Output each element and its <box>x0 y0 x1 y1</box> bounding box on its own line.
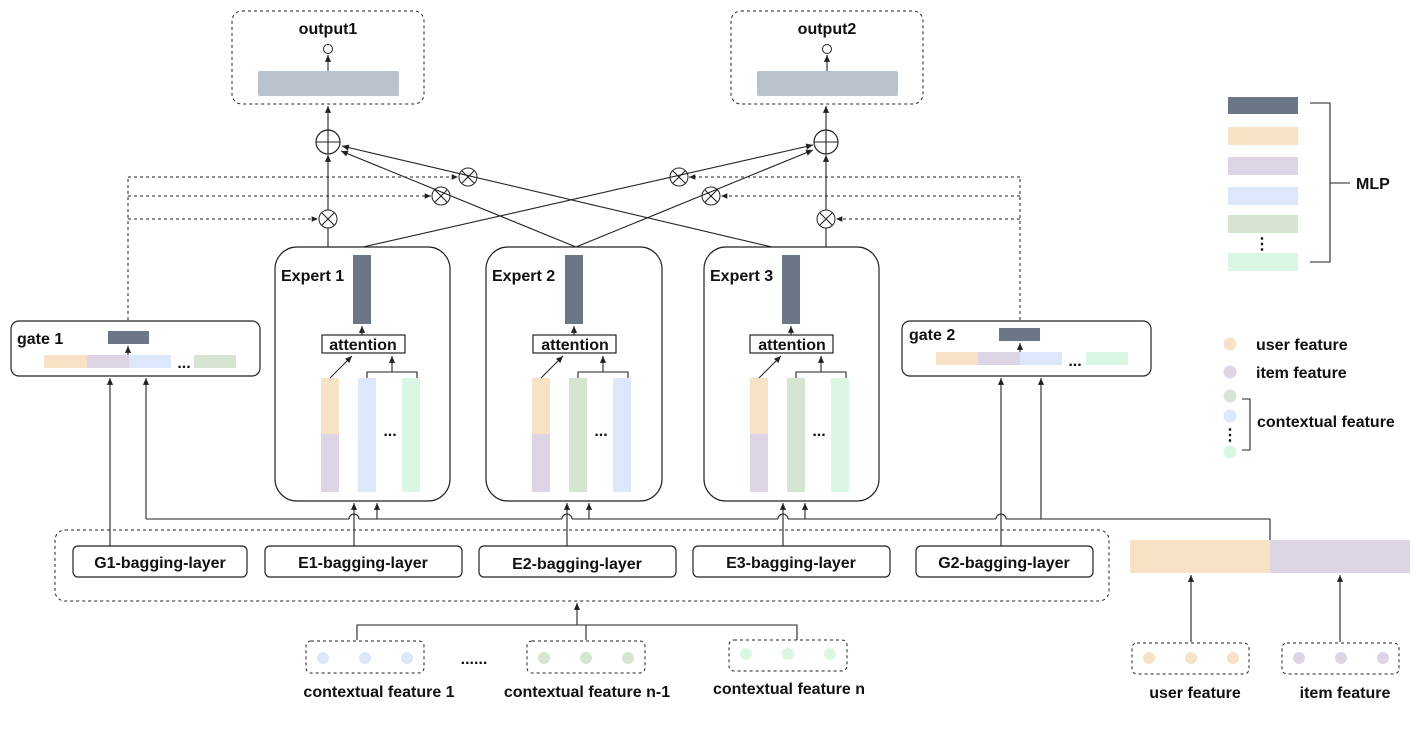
expert-1-mlp <box>353 255 371 324</box>
expert-2-label: Expert 2 <box>492 268 555 285</box>
e2-bagging-layer <box>478 545 677 578</box>
legend-contextual-feature: contextual feature <box>1257 414 1395 431</box>
contextual-feature-n-1-label: contextual feature n-1 <box>504 684 670 701</box>
e2-bagging-layer-label: E2-bagging-layer <box>512 556 642 573</box>
user-item-inputs: user feature item feature <box>1130 540 1410 702</box>
expert-1-ellipsis: ... <box>383 423 396 440</box>
output1-tower: output1 <box>231 10 425 105</box>
contextual-feature-n-1-box <box>526 640 646 674</box>
expert-3-label: Expert 3 <box>710 268 773 285</box>
contextual-features-ellipsis: ...... <box>461 651 488 668</box>
output2-tower: output2 <box>730 10 924 105</box>
expert-1: Expert 1 attention ... <box>274 246 451 502</box>
contextual-inputs: contextual feature 1 ...... contextual f… <box>303 603 865 701</box>
multiply-node-e2-o2 <box>701 186 721 206</box>
expert-2: Expert 2 attention ... <box>485 246 663 502</box>
e3-bagging-layer-label: E3-bagging-layer <box>726 555 856 572</box>
gate-1-mlp <box>108 331 149 344</box>
legend-vdots: ⋮ <box>1222 427 1238 444</box>
expert-2-ellipsis: ... <box>594 423 607 440</box>
output2-mlp-bar <box>757 71 898 96</box>
e1-bagging-layer-label: E1-bagging-layer <box>298 555 428 572</box>
expert-3-attention-box <box>749 334 834 354</box>
g2-bagging-layer-label: G2-bagging-layer <box>938 555 1070 572</box>
e1-bagging-layer <box>264 545 463 578</box>
output2-node <box>822 44 832 54</box>
output2-label: output2 <box>798 21 857 38</box>
gate-2-ellipsis: ... <box>1068 353 1081 370</box>
gate-1-ellipsis: ... <box>177 355 190 372</box>
legend-mlp-vdots: ⋮ <box>1254 236 1270 253</box>
bagging-to-module-arrows <box>106 378 1005 546</box>
contextual-feature-1-label: contextual feature 1 <box>303 684 454 701</box>
e3-bagging-layer <box>692 545 891 578</box>
user-feature-embedding <box>1130 540 1270 573</box>
expert-1-label: Expert 1 <box>281 268 344 285</box>
output1-mlp-bar <box>258 71 399 96</box>
expert-2-attention-label: attention <box>541 337 609 354</box>
bagging-layers: G1-bagging-layer E1-bagging-layer E2-bag… <box>72 545 1094 578</box>
legend-mlp: ⋮ MLP <box>1228 97 1390 271</box>
output1-box <box>231 10 425 105</box>
legend-user-feature: user feature <box>1256 337 1348 354</box>
multiply-node-e2-o1 <box>431 186 451 206</box>
item-feature-label: item feature <box>1300 685 1391 702</box>
output1-node <box>323 44 333 54</box>
contextual-feature-1-box <box>305 640 425 674</box>
output2-box <box>730 10 924 105</box>
gate-2-label: gate 2 <box>909 327 955 344</box>
multiply-node-e3-o1 <box>458 167 478 187</box>
expert-2-mlp <box>565 255 583 324</box>
contextual-feature-n-box <box>728 639 848 672</box>
g2-bagging-layer <box>915 545 1094 578</box>
gate-1: gate 1 ... <box>10 320 261 377</box>
expert-output-connections <box>324 143 830 248</box>
gate-weight-lines <box>127 174 1021 320</box>
bagging-layers-container <box>54 529 1110 602</box>
multiply-node-e1-o1 <box>318 209 338 229</box>
multiply-node-e3-o2 <box>816 209 836 229</box>
item-feature-embedding <box>1270 540 1410 573</box>
g1-bagging-layer <box>72 545 248 578</box>
legend-features: user feature item feature ⋮ contextual f… <box>1222 337 1395 459</box>
expert-2-attention-box <box>532 334 617 354</box>
gate-2-mlp <box>999 328 1040 341</box>
user-item-feature-routing <box>142 378 1271 540</box>
g1-bagging-layer-label: G1-bagging-layer <box>94 555 226 572</box>
user-feature-label: user feature <box>1149 685 1241 702</box>
legend-mlp-label: MLP <box>1356 176 1390 193</box>
gate-1-label: gate 1 <box>17 331 63 348</box>
expert-1-attention-label: attention <box>329 337 397 354</box>
expert-1-attention-box <box>321 334 406 354</box>
expert-3: Expert 3 attention ... <box>703 246 880 502</box>
expert-3-attention-label: attention <box>758 337 826 354</box>
legend-item-feature: item feature <box>1256 365 1347 382</box>
sum-node-2 <box>813 129 839 155</box>
contextual-feature-n-label: contextual feature n <box>713 681 865 698</box>
gate-2: gate 2 ... <box>901 320 1152 377</box>
expert-3-mlp <box>782 255 800 324</box>
sum-node-1 <box>315 129 341 155</box>
expert-3-ellipsis: ... <box>812 423 825 440</box>
multiply-nodes <box>318 167 836 229</box>
output1-label: output1 <box>299 21 358 38</box>
